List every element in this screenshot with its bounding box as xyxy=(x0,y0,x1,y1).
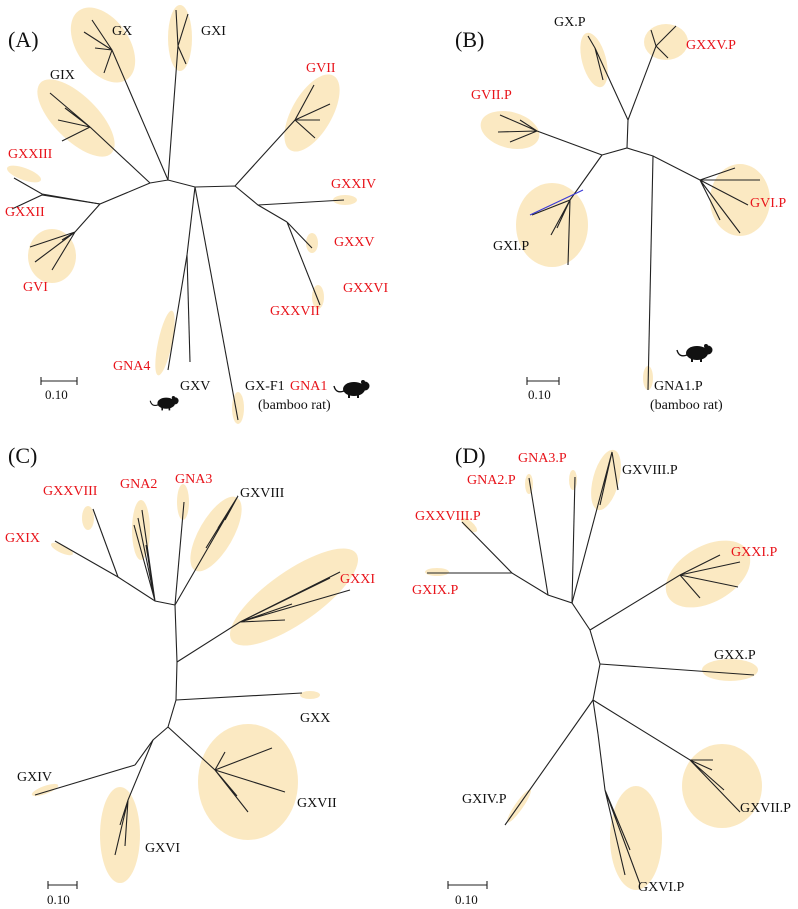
label-gvi: GVI xyxy=(23,280,48,295)
label-gx-f1: GX-F1 xyxy=(245,379,285,394)
panel-b-tree xyxy=(497,25,760,391)
label-gxv: GXV xyxy=(180,379,210,394)
scale-bar: 0.10 xyxy=(47,881,78,907)
label-gxiv: GXIV xyxy=(17,770,52,785)
panel-b: (B) GX.P GXXV.P GVII.P GVI.P GXI.P GNA1.… xyxy=(455,15,786,413)
panel-d-tag: (D) xyxy=(455,443,486,468)
label-gvii-p: GVII.P xyxy=(471,88,512,103)
scale-bar: 0.10 xyxy=(447,881,488,907)
label-gna4: GNA4 xyxy=(113,359,150,374)
label-gxxiv: GXXIV xyxy=(331,177,376,192)
label-gxxvi: GXXVI xyxy=(343,281,388,296)
label-gxi-p: GXI.P xyxy=(493,239,529,254)
label-gvi-p: GVI.P xyxy=(750,196,786,211)
label-gna3-p: GNA3.P xyxy=(518,451,567,466)
scale-bar-label: 0.10 xyxy=(47,892,70,907)
scale-bar: 0.10 xyxy=(40,377,78,402)
label-gxvii: GXVII xyxy=(297,796,337,811)
label-gxviii: GXVIII xyxy=(240,486,285,501)
panel-c: (C) GXXVIII GNA2 G xyxy=(5,443,375,907)
panel-a-tree xyxy=(11,9,345,421)
label-gxxviii-p: GXXVIII.P xyxy=(415,509,481,524)
label-gna1-p: GNA1.P xyxy=(654,379,703,394)
label-gxi: GXI xyxy=(201,24,226,39)
label-gvii: GVII xyxy=(306,61,336,76)
panel-d-clade-highlights xyxy=(425,449,762,890)
panel-c-tag: (C) xyxy=(8,443,37,468)
label-gxix-p: GXIX.P xyxy=(412,583,458,598)
label-gna2-p: GNA2.P xyxy=(467,473,516,488)
label-gx-p: GX.P xyxy=(554,15,586,30)
label-gix: GIX xyxy=(50,68,75,83)
panel-a-tag: (A) xyxy=(8,27,39,52)
rat-silhouette-icon xyxy=(676,344,713,362)
label-gx: GX xyxy=(112,24,132,39)
label-gxvii-p: GXVII.P xyxy=(740,801,791,816)
rat-silhouette-icon xyxy=(333,380,370,398)
scale-bar-label: 0.10 xyxy=(45,387,68,402)
label-gxxviii: GXXVIII xyxy=(43,484,98,499)
label-gxiv-p: GXIV.P xyxy=(462,792,507,807)
label-gna3: GNA3 xyxy=(175,472,212,487)
label-gxxii: GXXII xyxy=(5,205,45,220)
host-note-bamboo-rat: (bamboo rat) xyxy=(258,398,331,413)
label-gxxi: GXXI xyxy=(340,572,375,587)
label-gxxv-p: GXXV.P xyxy=(686,38,736,53)
panel-c-tree xyxy=(34,495,351,856)
panel-d-tree xyxy=(427,451,755,885)
panel-a-clade-highlights xyxy=(6,5,357,424)
host-note-bamboo-rat-b: (bamboo rat) xyxy=(650,398,723,413)
scale-bar-label: 0.10 xyxy=(455,892,478,907)
label-gxxi-p: GXXI.P xyxy=(731,545,777,560)
label-gxxvii: GXXVII xyxy=(270,304,320,319)
label-gxix: GXIX xyxy=(5,531,40,546)
panel-a: (A) xyxy=(5,5,388,424)
label-gxx-p: GXX.P xyxy=(714,648,756,663)
panel-b-clade-highlights xyxy=(480,24,770,390)
rat-silhouette-icon xyxy=(149,396,179,411)
label-gna1: GNA1 xyxy=(290,379,327,394)
panel-c-clade-highlights xyxy=(31,484,359,883)
panel-d: (D) GNA3.P GNA2.P GXVIII. xyxy=(412,443,791,907)
scale-bar-label: 0.10 xyxy=(528,387,551,402)
label-gxvi: GXVI xyxy=(145,841,180,856)
label-gxvi-p: GXVI.P xyxy=(638,880,684,895)
label-gxxiii: GXXIII xyxy=(8,147,53,162)
label-gxx: GXX xyxy=(300,711,330,726)
label-gna2: GNA2 xyxy=(120,477,157,492)
label-gxxv: GXXV xyxy=(334,235,374,250)
label-gxviii-p: GXVIII.P xyxy=(622,463,678,478)
scale-bar: 0.10 xyxy=(526,377,560,402)
panel-b-tag: (B) xyxy=(455,27,484,52)
highlighted-branch xyxy=(529,189,584,216)
